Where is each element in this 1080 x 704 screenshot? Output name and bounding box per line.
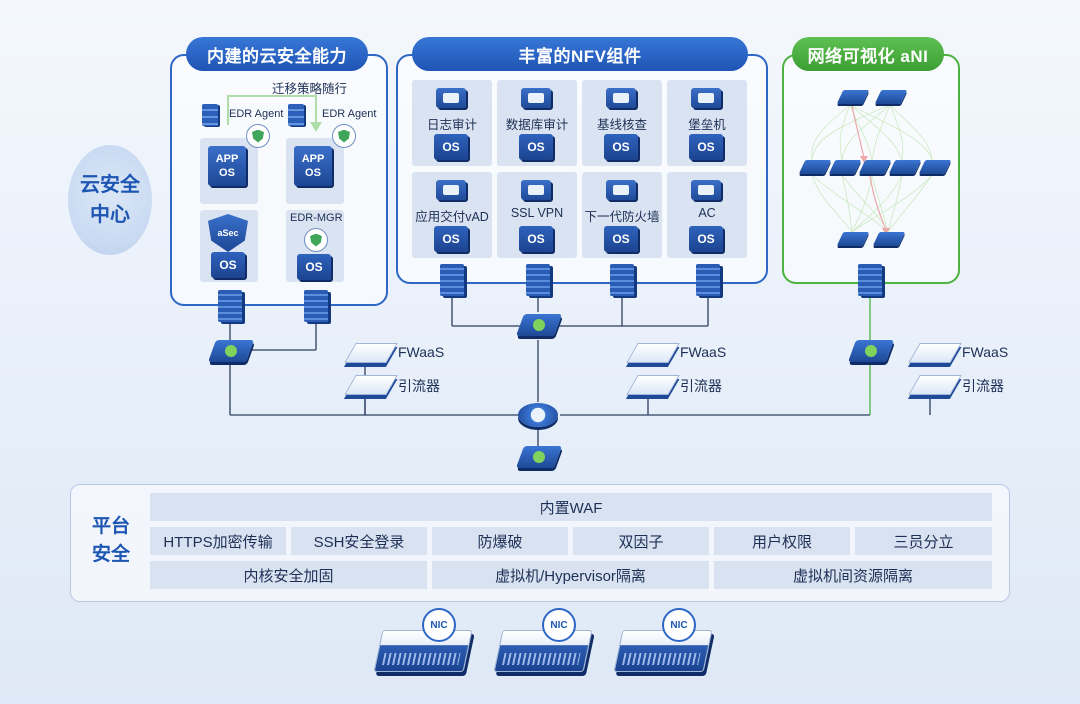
platform-title-line1: 平台 [91, 516, 130, 537]
edr-mgr-label: EDR-MGR [290, 212, 343, 224]
app-text: APP [215, 153, 239, 165]
switch-icon [207, 340, 255, 362]
nfv-tile: 下一代防火墙 OS [582, 172, 662, 258]
ani-title: 网络可视化 aNI [792, 37, 944, 71]
nic-badge: NIC [542, 608, 576, 642]
switch-icon [515, 314, 563, 336]
log-audit-icon [436, 88, 466, 108]
builtin-security-title: 内建的云安全能力 [186, 37, 368, 71]
nfv-component-label: 日志审计 [426, 118, 477, 132]
core-router-icon [518, 403, 558, 427]
fwaas-label: FWaaS [398, 344, 445, 360]
center-title-line2: 中心 [90, 204, 130, 226]
cloud-security-center: 云安全 中心 [68, 145, 152, 255]
nfv-component-label: SSL VPN [510, 206, 564, 220]
os-box: OS [211, 252, 245, 278]
switch-icon [847, 340, 895, 362]
security-feature-cell: SSH安全登录 [291, 527, 427, 555]
nfv-tile: 堡垒机 OS [667, 80, 747, 166]
diverter-label: 引流器 [962, 378, 1004, 394]
security-feature-cell: 双因子 [573, 527, 709, 555]
firewall-icon [606, 180, 636, 200]
nfv-tile: 应用交付vAD OS [412, 172, 492, 258]
firewall-stack-icon [526, 264, 550, 296]
platform-security-title: 平台 安全 [80, 513, 142, 569]
security-feature-cell: 虚拟机间资源隔离 [714, 561, 992, 589]
app-text: APP [301, 153, 325, 165]
nfv-component-label: 基线核查 [596, 118, 647, 132]
firewall-stack-icon [858, 264, 882, 296]
platform-title-line2: 安全 [91, 544, 130, 565]
physical-server-icon [613, 630, 713, 672]
firewall-stack-icon [440, 264, 464, 296]
center-title-line1: 云安全 [80, 174, 140, 196]
firewall-stack-icon [610, 264, 634, 296]
firewall-stack-icon [304, 290, 328, 322]
nfv-component-label: 数据库审计 [505, 118, 569, 132]
nfv-component-label: 堡垒机 [688, 118, 726, 132]
nfv-tile: 数据库审计 OS [497, 80, 577, 166]
security-feature-cell: 虚拟机/Hypervisor隔离 [432, 561, 709, 589]
nfv-tile: 日志审计 OS [412, 80, 492, 166]
vpn-icon [521, 180, 551, 200]
physical-server-icon [493, 630, 593, 672]
fwaas-label: FWaaS [680, 344, 727, 360]
security-feature-cell: 内核安全加固 [150, 561, 427, 589]
nfv-tile: AC OS [667, 172, 747, 258]
nfv-title: 丰富的NFV组件 [412, 37, 748, 71]
vm-server-icon [288, 104, 304, 126]
nfv-tile: 基线核查 OS [582, 80, 662, 166]
security-feature-cell: 内置WAF [150, 493, 992, 521]
edr-mgr-shield-icon [304, 228, 328, 252]
os-text: OS [219, 167, 235, 179]
app-os-box-1: APP OS [208, 146, 246, 186]
nfv-component-label: 应用交付vAD [415, 210, 489, 224]
diverter-label: 引流器 [680, 378, 722, 394]
edr-agent-label-1: EDR Agent [229, 108, 284, 120]
fingerprint-icon [606, 88, 636, 108]
firewall-stack-icon [218, 290, 242, 322]
os-box: OS [604, 134, 638, 160]
fwaas-label: FWaaS [962, 344, 1009, 360]
app-delivery-icon [436, 180, 466, 200]
os-box: OS [519, 134, 553, 160]
database-icon [521, 88, 551, 108]
os-text: OS [305, 167, 321, 179]
security-feature-cell: 用户权限 [714, 527, 850, 555]
app-os-box-2: APP OS [294, 146, 332, 186]
firewall-stack-icon [696, 264, 720, 296]
security-feature-cell: 三员分立 [855, 527, 992, 555]
security-feature-cell: 防爆破 [432, 527, 568, 555]
nfv-tile: SSL VPN OS [497, 172, 577, 258]
edr-shield-icon-2 [332, 124, 356, 148]
os-box: OS [689, 134, 723, 160]
edr-shield-icon-1 [246, 124, 270, 148]
os-box: OS [689, 226, 723, 252]
os-box: OS [519, 226, 553, 252]
os-box: OS [434, 226, 468, 252]
nfv-component-label: AC [698, 206, 716, 220]
nic-badge: NIC [662, 608, 696, 642]
migrate-policy-label: 迁移策略随行 [272, 82, 348, 96]
bastion-shield-icon [691, 88, 721, 108]
os-box: OS [297, 254, 331, 280]
edr-agent-label-2: EDR Agent [322, 108, 377, 120]
os-box: OS [604, 226, 638, 252]
diverter-label: 引流器 [398, 378, 440, 394]
security-feature-cell: HTTPS加密传输 [150, 527, 286, 555]
switch-icon [515, 446, 563, 468]
nfv-component-label: 下一代防火墙 [584, 210, 660, 224]
os-box: OS [434, 134, 468, 160]
vm-server-icon [202, 104, 218, 126]
access-control-icon [691, 180, 721, 200]
nic-badge: NIC [422, 608, 456, 642]
physical-server-icon [373, 630, 473, 672]
